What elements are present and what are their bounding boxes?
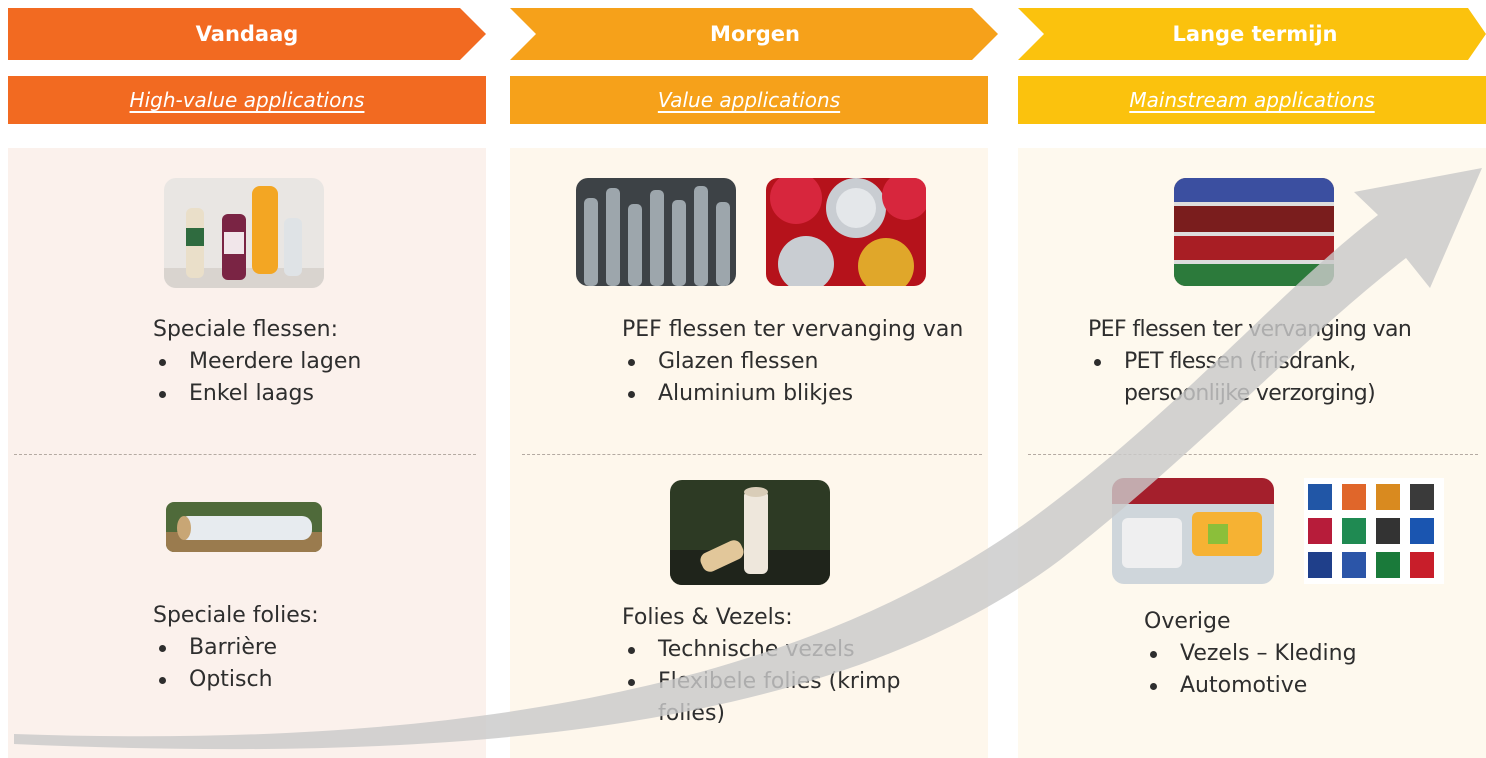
list-item: Meerdere lagen: [153, 346, 473, 378]
chevron-shape-icon: [8, 8, 486, 60]
phase-chevron-2: Morgen: [510, 8, 998, 60]
list-item: Automotive: [1144, 670, 1464, 702]
chevron-shape-icon: [1018, 8, 1486, 60]
application-label: Mainstream applications: [1129, 88, 1375, 112]
fiber-spool-photo: [670, 480, 830, 585]
cans-photo: [766, 178, 926, 286]
section-title: Folies & Vezels:: [622, 605, 793, 630]
bottles-photo: [164, 178, 324, 288]
application-label: Value applications: [657, 88, 841, 112]
section-text-2-bottom: Folies & Vezels: Technische vezels Flexi…: [622, 602, 972, 730]
list-item: Glazen flessen: [622, 346, 1042, 378]
list-item: Aluminium blikjes: [622, 378, 1042, 410]
film-roll-photo: [166, 502, 322, 552]
list-item: Technische vezels: [622, 634, 972, 666]
section-divider: [14, 454, 476, 455]
phase-label: Lange termijn: [1172, 22, 1338, 46]
application-band-2: Value applications: [510, 76, 988, 124]
section-text-3-top: PEF flessen ter vervanging van PET fless…: [1088, 314, 1484, 410]
section-text-1-top: Speciale flessen: Meerdere lagen Enkel l…: [153, 314, 473, 410]
list-item: Enkel laags: [153, 378, 473, 410]
shirts-photo: [1304, 478, 1444, 584]
list-item: Vezels – Kleding: [1144, 638, 1464, 670]
list-item: PET flessen (frisdrank, persoonlijke ver…: [1088, 346, 1464, 410]
food-containers-photo: [1112, 478, 1274, 584]
phase-chevron-1: Vandaag: [8, 8, 486, 60]
section-divider: [1028, 454, 1478, 455]
section-title: Speciale flessen:: [153, 317, 339, 342]
section-title: Speciale folies:: [153, 603, 319, 628]
list-item: Flexibele folies (krimp folies): [622, 666, 958, 730]
supermarket-shelf-photo: [1174, 178, 1334, 286]
section-divider: [522, 454, 982, 455]
list-item: Barrière: [153, 632, 473, 664]
section-title: PEF flessen ter vervanging van: [1088, 317, 1412, 342]
application-band-3: Mainstream applications: [1018, 76, 1486, 124]
phase-label: Vandaag: [195, 22, 299, 46]
phase-chevron-3: Lange termijn: [1018, 8, 1486, 60]
application-band-1: High-value applications: [8, 76, 486, 124]
phase-label: Morgen: [710, 22, 800, 46]
section-text-1-bottom: Speciale folies: Barrière Optisch: [153, 600, 473, 696]
list-item: Optisch: [153, 664, 473, 696]
chevron-shape-icon: [510, 8, 998, 60]
section-text-3-bottom: Overige Vezels – Kleding Automotive: [1144, 606, 1464, 702]
glass-bottles-photo: [576, 178, 736, 286]
application-label: High-value applications: [129, 88, 365, 112]
section-title: Overige: [1144, 609, 1231, 634]
section-text-2-top: PEF flessen ter vervanging van Glazen fl…: [622, 314, 1042, 410]
section-title: PEF flessen ter vervanging van: [622, 317, 964, 342]
